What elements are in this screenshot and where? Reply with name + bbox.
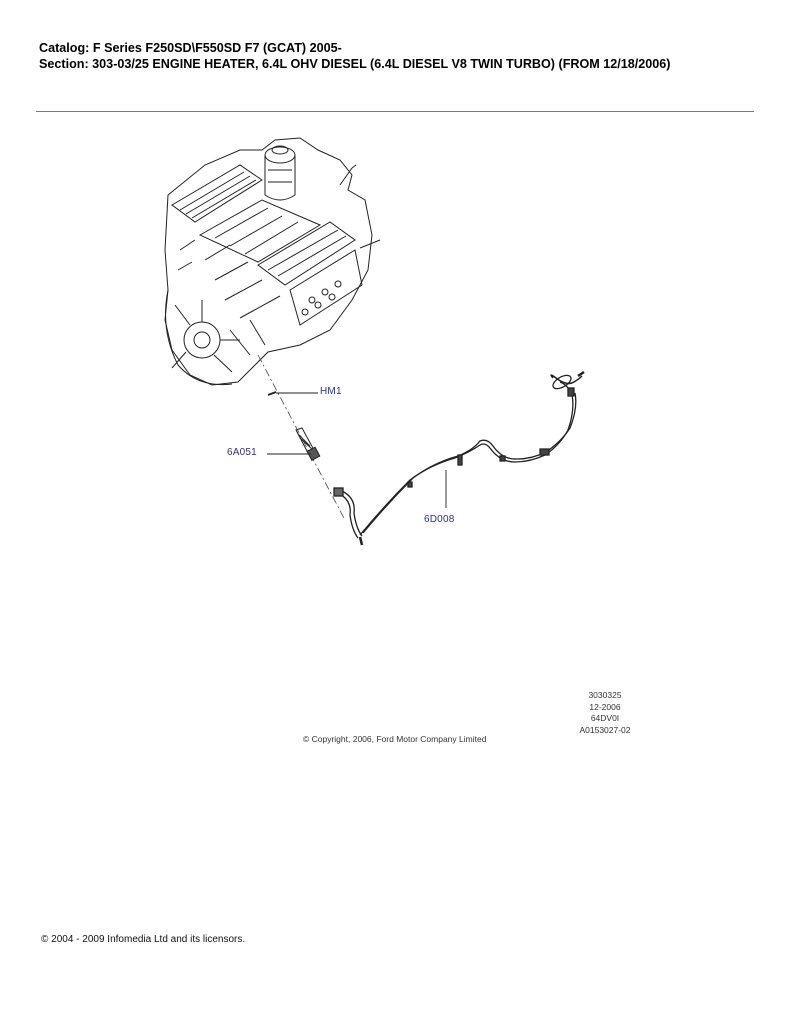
6a051-part <box>267 427 321 461</box>
illustration-reference-block: 3030325 12-2006 64DV0I A0153027-02 <box>560 690 650 736</box>
6d008-heater-cord <box>333 370 585 546</box>
page-header: Catalog: F Series F250SD\F550SD F7 (GCAT… <box>39 40 671 72</box>
section-title: Section: 303-03/25 ENGINE HEATER, 6.4L O… <box>39 57 671 71</box>
catalog-title: Catalog: F Series F250SD\F550SD F7 (GCAT… <box>39 41 342 55</box>
ref-illustration-id: A0153027-02 <box>579 724 631 735</box>
hm1-part <box>267 391 318 396</box>
ref-date: 12-2006 <box>589 701 621 712</box>
callout-6a051: 6A051 <box>227 447 257 458</box>
ref-section-code: 3030325 <box>588 690 622 700</box>
ref-engine-code: 64DV0I <box>590 713 620 723</box>
installation-centerline <box>257 354 346 521</box>
engine-block-illustration <box>164 137 381 386</box>
ford-copyright: © Copyright, 2006, Ford Motor Company Li… <box>303 734 487 744</box>
callout-6d008: 6D008 <box>424 514 455 525</box>
header-divider <box>36 111 754 112</box>
callout-hm1: HM1 <box>320 386 342 397</box>
footer-copyright: © 2004 - 2009 Infomedia Ltd and its lice… <box>41 934 246 945</box>
